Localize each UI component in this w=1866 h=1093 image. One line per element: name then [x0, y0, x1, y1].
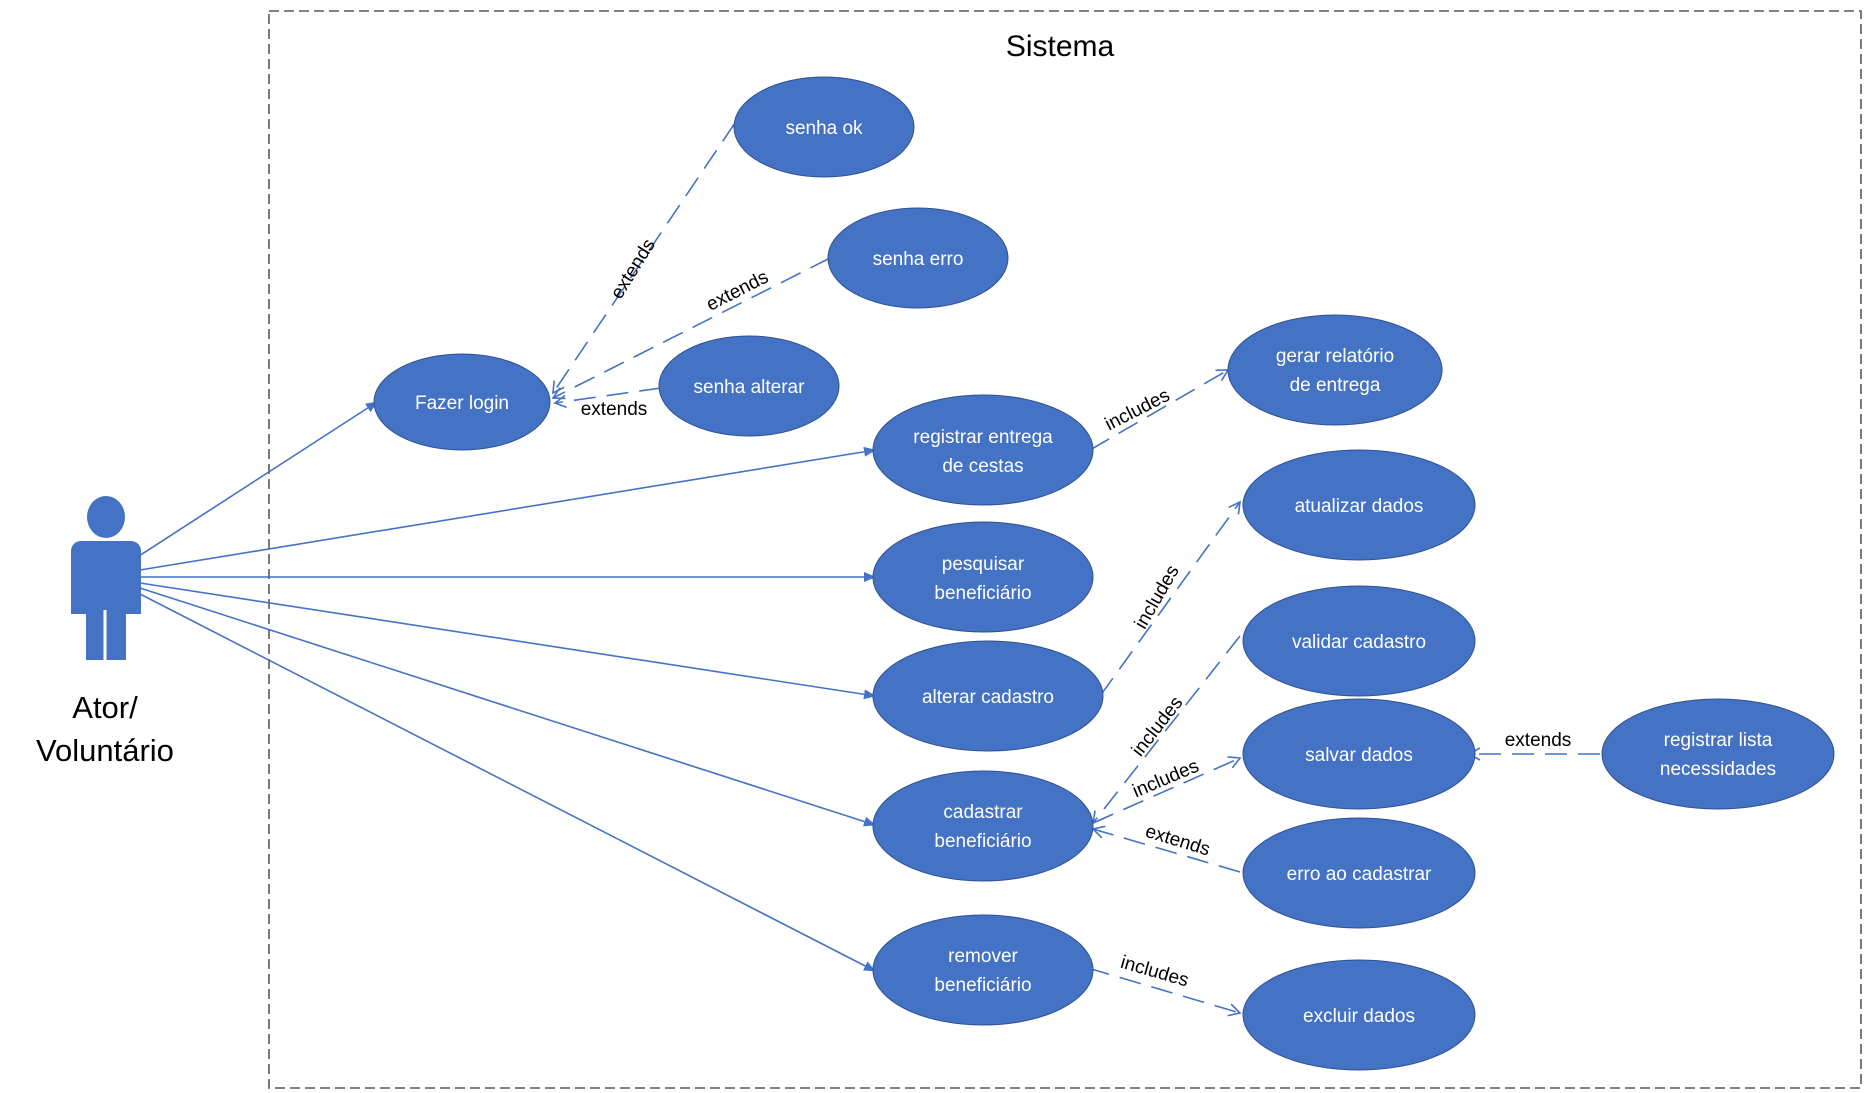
svg-text:senha erro: senha erro — [873, 249, 964, 270]
usecase-remover: remover beneficiário — [872, 914, 1094, 1026]
svg-text:erro ao cadastrar: erro ao cadastrar — [1287, 864, 1432, 885]
usecase-registrar-entrega: registrar entrega de cestas — [872, 394, 1094, 506]
label-includes-excluir: includes — [1118, 952, 1191, 991]
assoc-registrar-entrega — [139, 446, 876, 571]
assoc-cadastrar — [139, 587, 876, 827]
actor-label-line2: Voluntário — [36, 733, 174, 768]
system-boundary — [268, 10, 1862, 1089]
usecase-senha-ok: senha ok — [733, 76, 915, 178]
svg-text:validar cadastro: validar cadastro — [1292, 632, 1426, 653]
svg-text:de entrega: de entrega — [1290, 375, 1381, 396]
dep-gerar-relatorio — [1089, 369, 1230, 451]
svg-text:beneficiário: beneficiário — [934, 583, 1031, 604]
dep-validar — [1091, 635, 1241, 825]
usecase-excluir: excluir dados — [1242, 959, 1476, 1071]
system-title: Sistema — [1006, 30, 1115, 63]
svg-text:registrar lista: registrar lista — [1664, 730, 1773, 751]
svg-text:senha alterar: senha alterar — [694, 377, 806, 398]
svg-text:salvar dados: salvar dados — [1305, 745, 1413, 766]
assoc-fazer-login — [104, 401, 378, 579]
dep-senha-erro — [551, 257, 831, 400]
usecase-atualizar: atualizar dados — [1242, 449, 1476, 561]
svg-text:necessidades: necessidades — [1660, 759, 1776, 780]
usecase-alterar-cadastro: alterar cadastro — [872, 640, 1104, 752]
usecase-senha-alterar: senha alterar — [658, 335, 840, 437]
svg-text:atualizar dados: atualizar dados — [1295, 496, 1424, 517]
svg-text:de cestas: de cestas — [942, 456, 1023, 477]
label-extends-erro-cadastrar: extends — [1143, 821, 1213, 861]
svg-text:beneficiário: beneficiário — [934, 831, 1031, 852]
svg-text:excluir dados: excluir dados — [1303, 1006, 1415, 1027]
actor-label-line1: Ator/ — [72, 690, 138, 725]
svg-text:beneficiário: beneficiário — [934, 975, 1031, 996]
label-extends-senha-erro: extends — [703, 267, 772, 316]
usecase-erro-cadastrar: erro ao cadastrar — [1242, 817, 1476, 929]
usecase-gerar-relatorio: gerar relatório de entrega — [1227, 314, 1443, 426]
usecase-cadastrar: cadastrar beneficiário — [872, 770, 1094, 882]
svg-text:cadastrar: cadastrar — [943, 802, 1023, 823]
label-extends-senha-alterar: extends — [581, 399, 648, 420]
usecase-fazer-login: Fazer login — [373, 353, 551, 451]
usecase-pesquisar: pesquisar beneficiário — [872, 521, 1094, 633]
label-includes-validar: includes — [1128, 693, 1187, 761]
assoc-remover — [139, 593, 876, 972]
usecase-validar: validar cadastro — [1242, 585, 1476, 697]
dep-atualizar — [1099, 500, 1241, 697]
svg-text:Fazer login: Fazer login — [415, 393, 509, 414]
label-extends-senha-ok: extends — [607, 235, 660, 303]
label-includes-salvar: includes — [1130, 756, 1202, 803]
label-includes-gerar-relatorio: includes — [1102, 385, 1174, 435]
dep-erro-cadastrar — [1091, 825, 1241, 873]
dep-excluir — [1087, 967, 1242, 1017]
svg-text:pesquisar: pesquisar — [942, 554, 1025, 575]
svg-text:registrar entrega: registrar entrega — [913, 427, 1053, 448]
usecase-registrar-lista: registrar lista necessidades — [1601, 698, 1835, 810]
usecase-salvar: salvar dados — [1242, 698, 1476, 810]
label-includes-atualizar: includes — [1131, 562, 1184, 633]
dep-salvar — [1092, 756, 1242, 824]
usecase-senha-erro: senha erro — [827, 207, 1009, 309]
svg-text:gerar relatório: gerar relatório — [1276, 346, 1394, 367]
label-extends-registrar-lista: extends — [1505, 730, 1572, 751]
svg-text:alterar cadastro: alterar cadastro — [922, 687, 1054, 708]
dep-senha-alterar — [553, 387, 662, 409]
assoc-alterar-cadastro — [139, 582, 876, 700]
svg-text:senha ok: senha ok — [785, 118, 863, 139]
dep-senha-ok — [552, 122, 736, 395]
svg-text:remover: remover — [948, 946, 1018, 967]
